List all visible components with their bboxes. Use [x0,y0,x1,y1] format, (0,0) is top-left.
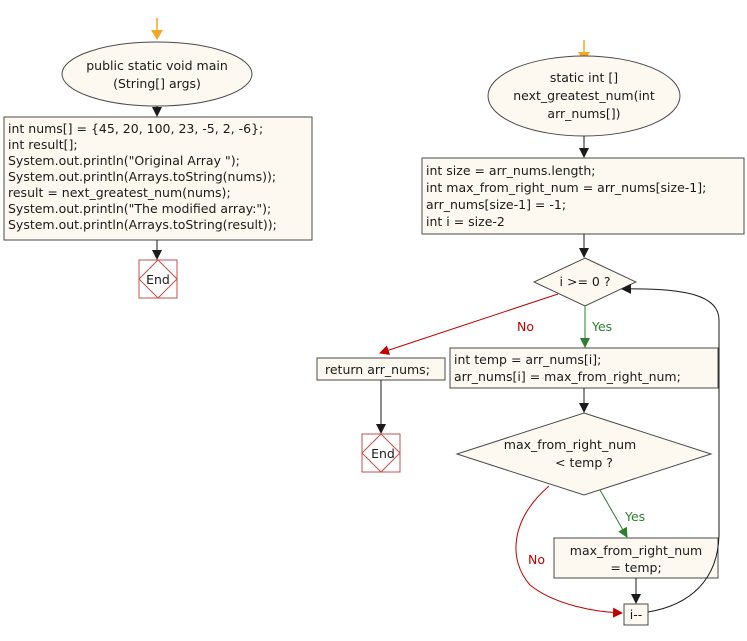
update-max-process: max_from_right_num = temp; [553,537,719,579]
func-start-node: static int [] next_greatest_num(int arr_… [487,55,681,137]
main-end-label: End [146,272,170,287]
main-start-node: public static void main (String[] args) [61,41,253,107]
main-body-process: int nums[] = {45, 20, 100, 23, -5, 2, -6… [3,116,313,241]
main-body-line-3: System.out.println("Original Array "); [8,153,240,168]
func-init-process: int size = arr_nums.length; int max_from… [421,157,745,235]
loop-condition-label: i >= 0 ? [560,274,611,289]
loop-condition-decision: i >= 0 ? [532,257,638,307]
func-start-line3: arr_nums[]) [547,106,620,121]
func-start-line1: static int [] [550,70,618,85]
compare-no-arrow [515,485,623,618]
main-body-line-5: result = next_greatest_num(nums); [8,185,231,200]
loop-back-arrow [621,283,720,613]
main-end-node: End [138,259,178,299]
func-init-line-2: int max_from_right_num = arr_nums[size-1… [426,180,706,195]
loop-no-label: No [517,319,534,334]
decrement-process: i-- [623,603,649,626]
main-body-line-1: int nums[] = {45, 20, 100, 23, -5, 2, -6… [8,121,263,136]
compare-line2: < temp ? [555,455,613,470]
compare-no-label: No [528,552,545,567]
func-start-line2: next_greatest_num(int [513,88,655,103]
func-init-line-1: int size = arr_nums.length; [426,163,595,178]
func-init-line-3: arr_nums[size-1] = -1; [426,197,566,212]
loop-yes-label: Yes [591,319,612,334]
main-start-arrow-icon [151,18,163,40]
main-body-line-4: System.out.println(Arrays.toString(nums)… [8,169,276,184]
swap-line-2: arr_nums[i] = max_from_right_num; [454,369,681,384]
main-body-line-2: int result[]; [8,137,78,152]
loop-no-arrow [379,293,559,355]
update-line2: = temp; [610,560,661,575]
update-line1: max_from_right_num [570,543,702,558]
compare-line1: max_from_right_num [504,437,636,452]
main-body-line-6: System.out.println("The modified array:"… [8,201,271,216]
compare-yes-arrow [599,489,628,538]
compare-decision: max_from_right_num < temp ? [455,412,713,496]
swap-process: int temp = arr_nums[i]; arr_nums[i] = ma… [449,347,719,389]
compare-yes-label: Yes [624,509,645,524]
return-process: return arr_nums; [316,357,446,381]
main-start-line1: public static void main [86,58,228,73]
swap-line-1: int temp = arr_nums[i]; [454,352,601,367]
main-start-line2: (String[] args) [113,76,201,91]
func-init-line-4: int i = size-2 [426,214,505,229]
decrement-label: i-- [630,607,643,622]
func-end-node: End [361,433,401,473]
func-end-label: End [371,446,395,461]
main-body-line-7: System.out.println(Arrays.toString(resul… [8,217,277,232]
return-statement: return arr_nums; [325,362,430,377]
